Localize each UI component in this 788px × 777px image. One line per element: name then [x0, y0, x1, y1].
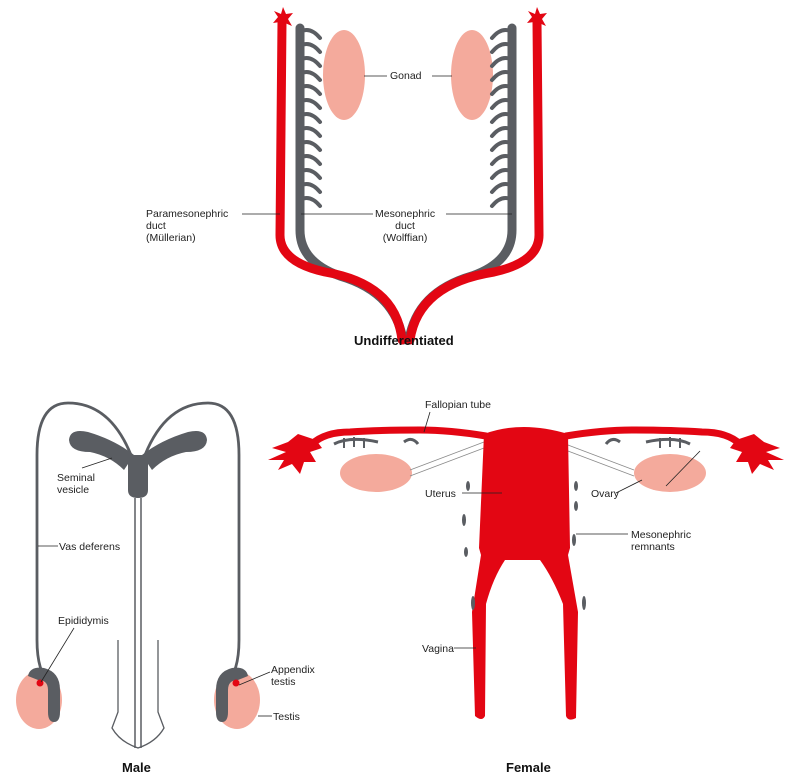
uterus-vagina	[472, 427, 578, 720]
label-vagina: Vagina	[422, 643, 454, 655]
right-ovary	[634, 454, 706, 492]
label-appendix-testis: Appendix testis	[271, 664, 315, 688]
label-fallopian-tube: Fallopian tube	[425, 399, 491, 411]
label-testis: Testis	[273, 711, 300, 723]
title-undifferentiated: Undifferentiated	[354, 333, 454, 348]
label-mesonephric-duct: Mesonephric duct (Wolffian)	[375, 208, 435, 244]
label-remnants-line2: remnants	[631, 541, 691, 553]
label-paramesonephric-line2: duct	[146, 220, 228, 232]
label-gonad: Gonad	[390, 70, 422, 82]
label-ovary: Ovary	[591, 488, 619, 500]
right-gonad	[451, 30, 493, 120]
label-mesonephric-line2: duct	[375, 220, 435, 232]
phallus-outline	[112, 640, 164, 748]
right-fimbria-icon	[527, 7, 547, 29]
label-epididymis: Epididymis	[58, 615, 109, 627]
label-mesonephric-remnants: Mesonephric remnants	[631, 529, 691, 553]
label-seminal-line1: Seminal	[57, 472, 95, 484]
female-panel	[268, 412, 784, 720]
label-remnants-line1: Mesonephric	[631, 529, 691, 541]
left-ovary	[340, 454, 412, 492]
label-appendix-line2: testis	[271, 676, 315, 688]
label-vas-deferens: Vas deferens	[59, 541, 120, 553]
label-mesonephric-line3: (Wolffian)	[375, 232, 435, 244]
left-gonad	[323, 30, 365, 120]
left-fimbriae-icon	[268, 434, 322, 474]
label-paramesonephric-line1: Paramesonephric	[146, 208, 228, 220]
label-seminal-vesicle: Seminal vesicle	[57, 472, 95, 496]
left-seminal-vesicle	[69, 431, 134, 470]
title-female: Female	[506, 760, 551, 775]
right-fimbriae-icon	[730, 434, 784, 474]
label-paramesonephric-line3: (Müllerian)	[146, 232, 228, 244]
label-appendix-line1: Appendix	[271, 664, 315, 676]
label-uterus: Uterus	[425, 488, 456, 500]
undifferentiated-panel	[242, 7, 547, 340]
label-seminal-line2: vesicle	[57, 484, 95, 496]
left-fimbria-icon	[273, 7, 293, 29]
label-paramesonephric-duct: Paramesonephric duct (Müllerian)	[146, 208, 228, 244]
male-panel	[16, 403, 272, 748]
ejaculatory-body	[128, 455, 148, 498]
label-mesonephric-line1: Mesonephric	[375, 208, 435, 220]
right-seminal-vesicle	[142, 431, 207, 470]
title-male: Male	[122, 760, 151, 775]
